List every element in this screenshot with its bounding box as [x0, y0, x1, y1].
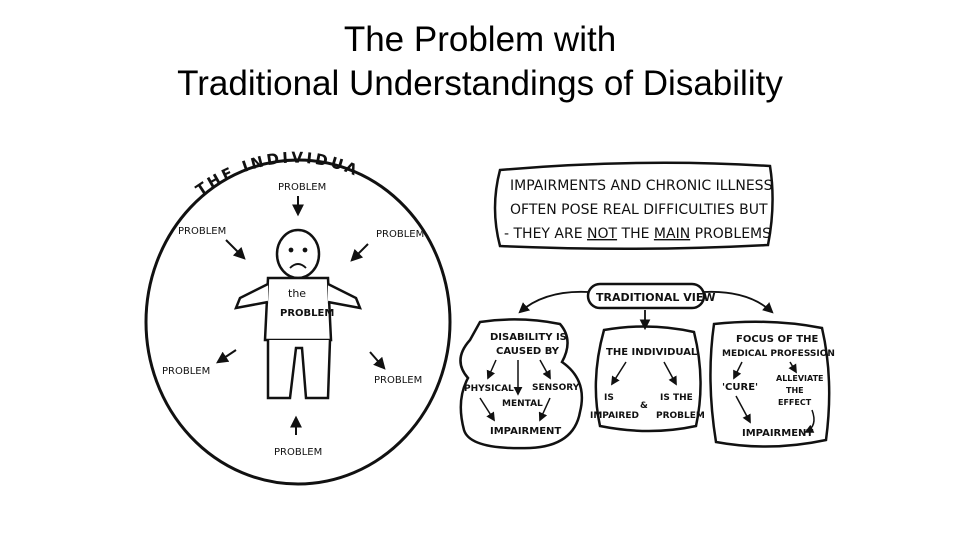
- individual-box: [594, 325, 702, 433]
- cause-sensory: SENSORY: [532, 383, 580, 393]
- problem-label-lower-right: PROBLEM: [374, 375, 422, 386]
- branch-arrows: [518, 290, 774, 331]
- cause-line-1: DISABILITY IS: [490, 332, 567, 343]
- traditional-view-label: TRADITIONAL VIEW: [596, 291, 715, 304]
- problem-label-lower-left: PROBLEM: [162, 366, 210, 377]
- traditional-view-pill: [586, 282, 706, 310]
- person-figure: [233, 228, 363, 400]
- individual-arrows: [611, 361, 677, 386]
- arc-label: THE INDIVIDUAL: [0, 0, 362, 199]
- title-line-1: The Problem with: [343, 20, 617, 59]
- slide-title: The Problem with Traditional Understandi…: [0, 18, 960, 106]
- banner-line-1: IMPAIRMENTS AND CHRONIC ILLNESS: [510, 178, 773, 194]
- traditional-view-diagram: IMPAIRMENTS AND CHRONIC ILLNESS OFTEN PO…: [459, 161, 835, 450]
- cause-mental: MENTAL: [502, 399, 543, 409]
- medical-box: [709, 320, 831, 448]
- title-line-2: Traditional Understandings of Disability: [177, 64, 783, 103]
- sad-face: [288, 247, 308, 269]
- problem-label-upper-right: PROBLEM: [376, 229, 424, 240]
- medical-alleviate-3: EFFECT: [778, 398, 812, 407]
- medical-line-1: FOCUS OF THE: [736, 334, 818, 345]
- medical-cure: 'CURE': [722, 382, 758, 393]
- problem-label-top: PROBLEM: [278, 182, 326, 193]
- individual-model-diagram: THE INDIVIDUAL PROBLEM PROBLEM PROBLEM P…: [0, 0, 452, 486]
- individual-problem: PROBLEM: [656, 411, 705, 421]
- cause-physical: PHYSICAL: [464, 384, 514, 394]
- problem-label-upper-left: PROBLEM: [178, 226, 226, 237]
- medical-arrows: [733, 361, 815, 433]
- individual-heading: THE INDIVIDUAL: [606, 347, 698, 358]
- medical-alleviate-1: ALLEVIATE: [776, 374, 824, 383]
- individual-impaired: IMPAIRED: [590, 411, 639, 421]
- cause-box: [459, 318, 584, 450]
- medical-line-2: MEDICAL PROFESSION: [722, 349, 835, 359]
- individual-amp: &: [640, 401, 648, 411]
- center-label-problem: PROBLEM: [280, 308, 334, 319]
- medical-impairment: IMPAIRMENT: [742, 428, 813, 439]
- center-label-the: the: [288, 287, 306, 300]
- problem-label-bottom: PROBLEM: [274, 447, 322, 458]
- cause-arrows: [479, 359, 551, 422]
- medical-alleviate-2: THE: [786, 386, 804, 395]
- problem-arrows: [216, 196, 386, 435]
- banner-line-3: - THEY ARE NOT THE MAIN PROBLEMS: [504, 226, 771, 242]
- individual-is: IS: [604, 393, 614, 403]
- banner-line-2: OFTEN POSE REAL DIFFICULTIES BUT: [510, 202, 768, 218]
- outer-circle: [144, 158, 452, 486]
- cause-line-2: CAUSED BY: [496, 346, 560, 357]
- cause-impairment: IMPAIRMENT: [490, 426, 561, 437]
- banner-box: [493, 161, 774, 251]
- individual-is-the: IS THE: [660, 393, 693, 403]
